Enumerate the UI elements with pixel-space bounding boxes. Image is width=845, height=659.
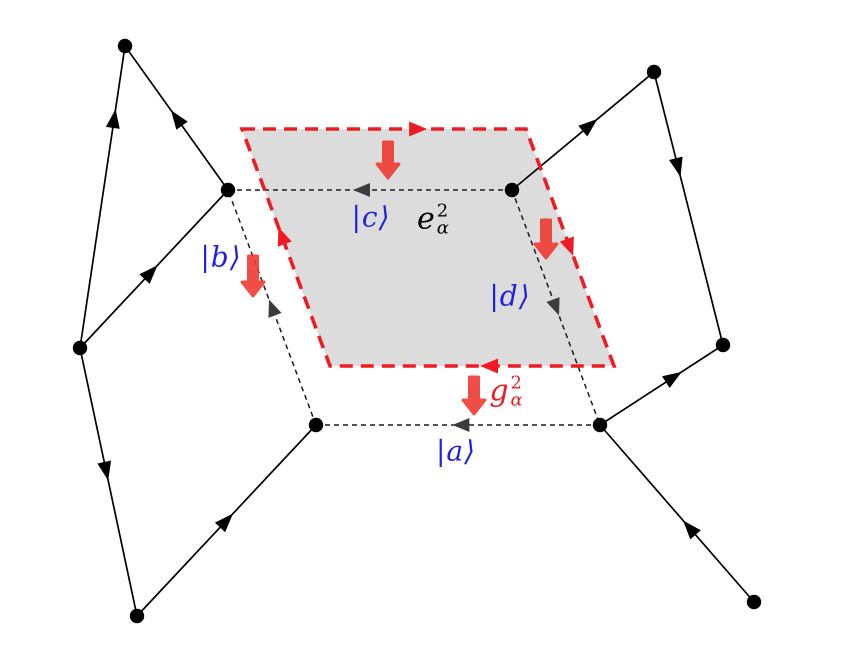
plaquette-dashed-edge <box>227 189 317 426</box>
lowering-arrow <box>533 218 559 260</box>
lattice-edge-arrowhead <box>669 156 683 177</box>
e-operator-subscript: α <box>436 217 449 238</box>
lattice-edge <box>653 71 724 346</box>
lattice-node <box>117 38 133 54</box>
ket-b-label: |b⟩ <box>200 240 242 274</box>
flux-loop-arrowhead <box>559 236 574 256</box>
lowering-arrow <box>461 375 487 416</box>
lattice-edge <box>79 45 126 349</box>
e-operator-base: e <box>417 201 435 237</box>
flux-loop-arrowhead <box>277 227 292 247</box>
lattice-node <box>129 608 145 624</box>
plaquette-dashed-edge <box>511 189 601 426</box>
lattice-edge <box>599 424 755 603</box>
e-operator-superscript: 2 <box>436 200 449 222</box>
lowering-arrow <box>375 140 401 180</box>
lowering-arrow <box>240 254 266 298</box>
lattice-edge-arrowhead <box>214 513 233 533</box>
lattice-edge-arrowhead <box>139 265 158 284</box>
lattice-node <box>504 182 520 198</box>
g-operator-subscript: α <box>510 389 523 410</box>
plaquette-edge-arrowhead <box>452 418 470 432</box>
plaquette-face-fill <box>242 129 614 366</box>
g-operator-base: g <box>489 373 509 409</box>
lattice-edge-arrowhead <box>97 460 112 481</box>
plaquette-edge-arrowhead <box>268 299 282 318</box>
ket-d-label: |d⟩ <box>489 279 531 313</box>
lattice-edge-arrowhead <box>170 110 188 130</box>
lattice-edge-arrowhead <box>578 119 598 137</box>
ket-a-label: |a⟩ <box>435 434 477 468</box>
g-operator-superscript: 2 <box>510 372 522 394</box>
flux-loop-arrowhead <box>409 121 428 137</box>
lattice-node <box>308 417 324 433</box>
lattice-node <box>746 594 762 610</box>
lattice-edge <box>79 347 138 617</box>
plaquette-edge-arrowhead <box>546 297 560 316</box>
lattice-edge-arrowhead <box>683 520 701 540</box>
lattice-edge-arrowhead <box>662 371 682 389</box>
lattice-node <box>592 417 608 433</box>
lattice-edge <box>599 344 724 426</box>
lattice-node <box>646 64 662 80</box>
lattice-edge-arrowhead <box>105 109 120 129</box>
flux-loop-arrowhead <box>480 358 499 374</box>
lattice-node <box>220 182 236 198</box>
lattice-node <box>72 340 88 356</box>
plaquette-edge-arrowhead <box>352 183 370 197</box>
ket-c-label: |c⟩ <box>351 200 391 234</box>
flux-loop-border <box>239 127 617 368</box>
lattice-node <box>715 337 731 353</box>
